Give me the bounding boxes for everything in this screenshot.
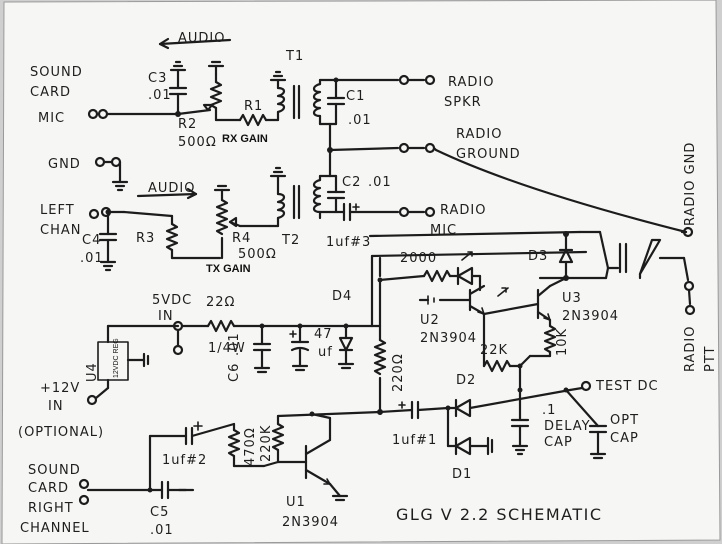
r22-label: 22Ω (206, 295, 235, 310)
mic-label: MIC (38, 111, 65, 126)
r220-label: 220Ω (391, 353, 406, 392)
d4-label: D4 (332, 289, 352, 304)
r2-label: R2 (178, 117, 197, 132)
c2-ref: 1uf#3 (326, 235, 371, 250)
opt-cap-line1: OPT (610, 413, 639, 428)
c5-value: .01 (150, 523, 174, 538)
c1uf1-label: 1uf#1 (392, 433, 437, 448)
rectifier-section (378, 380, 608, 460)
sound-right-line4: CHANNEL (20, 521, 90, 536)
u2-type: 2N3904 (420, 331, 477, 346)
c1-label: C1 (346, 89, 365, 104)
vdc-in-line2: IN (158, 309, 174, 324)
sound-card-line1: SOUND (30, 65, 83, 80)
radio-mic-line1: RADIO (440, 203, 486, 218)
r4-value: 500Ω (238, 247, 277, 262)
r1-label: R1 (244, 99, 263, 114)
delay-cap-line1: DELAY (544, 419, 591, 434)
radio-spkr-line2: SPKR (444, 95, 482, 110)
tx-gain-label: TX GAIN (206, 263, 251, 275)
u2-label: U2 (420, 313, 440, 328)
u1-section (78, 410, 382, 506)
mic-input-section (87, 60, 436, 152)
t1-label: T1 (285, 49, 304, 64)
r2-value: 500Ω (178, 135, 217, 150)
u4-label: U4 (85, 362, 100, 382)
u1-label: U1 (286, 495, 306, 510)
d2-label: D2 (456, 373, 476, 388)
c2-value: .01 (368, 175, 392, 190)
c5-label: C5 (150, 505, 169, 520)
sound-card-line2: CARD (30, 85, 71, 100)
vdc-in-line1: 5VDC (152, 293, 192, 308)
c2-label: C2 (342, 175, 361, 190)
u3-label: U3 (562, 291, 582, 306)
left-chan-line1: LEFT (40, 203, 75, 218)
ptt-relay-section (368, 226, 696, 316)
r22-watt: 1/4W (208, 341, 246, 356)
audio-arrows (136, 37, 232, 200)
c6-label: C6 (227, 363, 242, 382)
radio-gnd-vertical: RADIO GND (683, 142, 698, 226)
regulator-section (86, 324, 180, 406)
schematic-title: GLG V 2.2 SCHEMATIC (396, 505, 603, 524)
radio-ground-line2: GROUND (456, 147, 521, 162)
delay-cap-value: .1 (542, 403, 556, 418)
sound-right-line3: RIGHT (28, 501, 74, 516)
radio-ground-section (327, 142, 688, 234)
radio-ground-line1: RADIO (456, 127, 502, 142)
gnd-label: GND (48, 157, 81, 172)
u1-type: 2N3904 (282, 515, 339, 530)
r2000-label: 2000 (400, 251, 437, 266)
r220k-label: 220K (259, 425, 274, 462)
v12-line2: IN (48, 399, 64, 414)
tx-section (88, 166, 436, 272)
regulator-label: 12VDC REG (113, 338, 120, 378)
left-chan-line2: CHAN (40, 223, 81, 238)
labels: AUDIO SOUND CARD MIC C3 .01 R2 500Ω RX G… (18, 31, 718, 538)
gnd-jack (94, 156, 129, 192)
rx-gain-label: RX GAIN (222, 133, 268, 145)
opt-cap-line2: CAP (610, 431, 639, 446)
r3-label: R3 (136, 231, 155, 246)
d1-label: D1 (452, 467, 472, 482)
test-dc-label: TEST DC (595, 379, 659, 394)
audio-mid-label: AUDIO (148, 181, 196, 196)
t2-label: T2 (281, 233, 300, 248)
c4-value: .01 (80, 251, 104, 266)
sound-right-line1: SOUND (28, 463, 81, 478)
r4-label: R4 (232, 231, 251, 246)
c4-label: C4 (82, 233, 101, 248)
c1uf2-label: 1uf#2 (162, 453, 207, 468)
audio-top-label: AUDIO (178, 31, 226, 46)
led-transistor-section (378, 251, 568, 392)
radio-ptt-line1: RADIO (683, 326, 698, 372)
delay-cap-line2: CAP (544, 435, 573, 450)
c47-unit: uf (318, 345, 333, 360)
r10k-label: 10K (555, 328, 570, 356)
sound-right-line2: CARD (28, 481, 69, 496)
c3-value: .01 (148, 88, 172, 103)
r22k-label: 22K (480, 343, 508, 358)
c6-value: .01 (227, 332, 242, 356)
radio-mic-line2: MIC (430, 223, 457, 238)
c1-value: .01 (348, 113, 372, 128)
d3-label: D3 (528, 249, 548, 264)
v12-line1: +12V (40, 381, 80, 396)
u3-type: 2N3904 (562, 309, 619, 324)
c3-label: C3 (148, 71, 167, 86)
radio-spkr-line1: RADIO (448, 75, 494, 90)
c47-label: 47 (314, 327, 333, 342)
radio-ptt-line2: PTT (703, 346, 718, 373)
v12-line3: (OPTIONAL) (18, 425, 104, 440)
r470-label: 470Ω (243, 427, 258, 466)
